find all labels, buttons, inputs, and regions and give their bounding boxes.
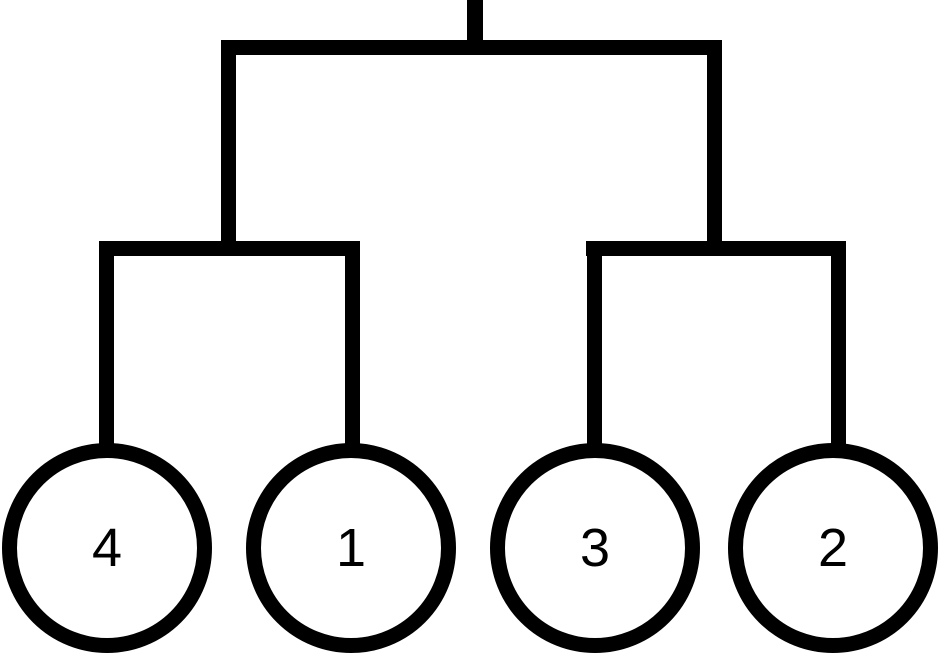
leaf-node-2: 2: [728, 443, 938, 653]
left-branch-vertical-line: [221, 40, 236, 256]
leaf-node-label: 4: [91, 518, 123, 578]
level1-horizontal-line: [221, 40, 722, 55]
leaf-node-label: 1: [335, 518, 367, 578]
right-bracket-horizontal-line: [586, 241, 846, 256]
leaf-node-3: 3: [490, 443, 700, 653]
leaf-connector-line-3: [587, 241, 602, 449]
leaf-connector-line-1: [99, 241, 114, 449]
leaf-node-label: 2: [817, 518, 849, 578]
right-branch-vertical-line: [707, 40, 722, 256]
leaf-connector-line-4: [831, 241, 846, 449]
left-bracket-horizontal-line: [99, 241, 360, 256]
leaf-node-1: 1: [246, 443, 456, 653]
leaf-node-4: 4: [2, 443, 212, 653]
leaf-node-label: 3: [579, 518, 611, 578]
leaf-connector-line-2: [345, 241, 360, 449]
